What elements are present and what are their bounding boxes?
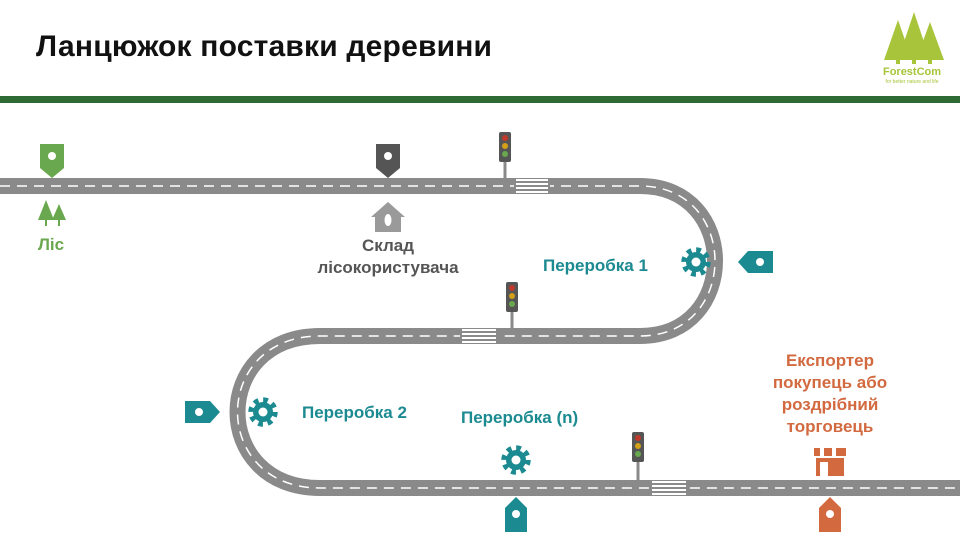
location-tag-icon [738,251,773,273]
location-pin-icon [376,144,400,178]
processing-n-label: Переробка (n) [461,408,579,427]
warehouse-label-line1: Склад [361,236,415,255]
location-pin-icon [40,144,64,178]
processing-2-label: Переробка 2 [302,403,407,422]
warehouse-label: Склад лісокористувача [298,235,478,279]
tree-logo-icon [884,12,944,64]
traffic-light-icon [632,432,644,480]
exporter-label-line4: торговець [786,417,874,436]
crosswalk [514,178,550,194]
road-center-dashes [0,185,960,489]
exporter-label-line1: Експортер [785,351,875,370]
exporter-label-line3: роздрібний [781,395,879,414]
forest-label: Ліс [38,235,65,254]
logo-name: ForestCom [882,66,942,78]
header-divider [0,96,960,103]
crosswalk [460,328,498,344]
gear-icon [681,247,711,277]
location-tag-icon [185,401,220,423]
gear-icon [501,445,531,475]
exporter-label-line2: покупець або [772,373,888,392]
logo-tagline: for better nature and life [885,79,939,85]
location-pin-icon [819,497,841,532]
warehouse-label-line2: лісокористувача [317,258,459,277]
page-title: Ланцюжок поставки деревини [36,30,493,63]
forestcom-logo: ForestCom for better nature and life [868,8,956,88]
traffic-light-icon [506,282,518,330]
gear-icon [248,397,278,427]
house-icon [371,202,405,232]
traffic-light-icon [499,132,511,180]
exporter-label: Експортер покупець або роздрібний торгов… [745,350,915,438]
shop-icon [814,448,846,476]
processing-1-label: Переробка 1 [543,256,648,275]
location-pin-icon [505,497,527,532]
crosswalk [650,480,688,496]
trees-icon [38,200,66,226]
